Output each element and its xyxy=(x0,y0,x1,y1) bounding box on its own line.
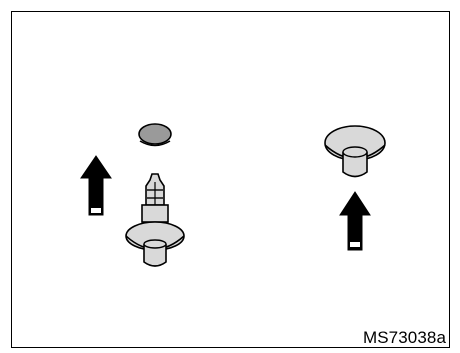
clip-grommet-icon xyxy=(324,125,386,178)
clip-pin-icon xyxy=(125,173,185,267)
clip-cap-icon xyxy=(138,123,172,147)
arrow-up-icon xyxy=(80,155,112,216)
figure-frame xyxy=(11,11,450,348)
arrow-up-icon xyxy=(339,191,371,251)
figure-code-label: MS73038a xyxy=(362,328,446,347)
